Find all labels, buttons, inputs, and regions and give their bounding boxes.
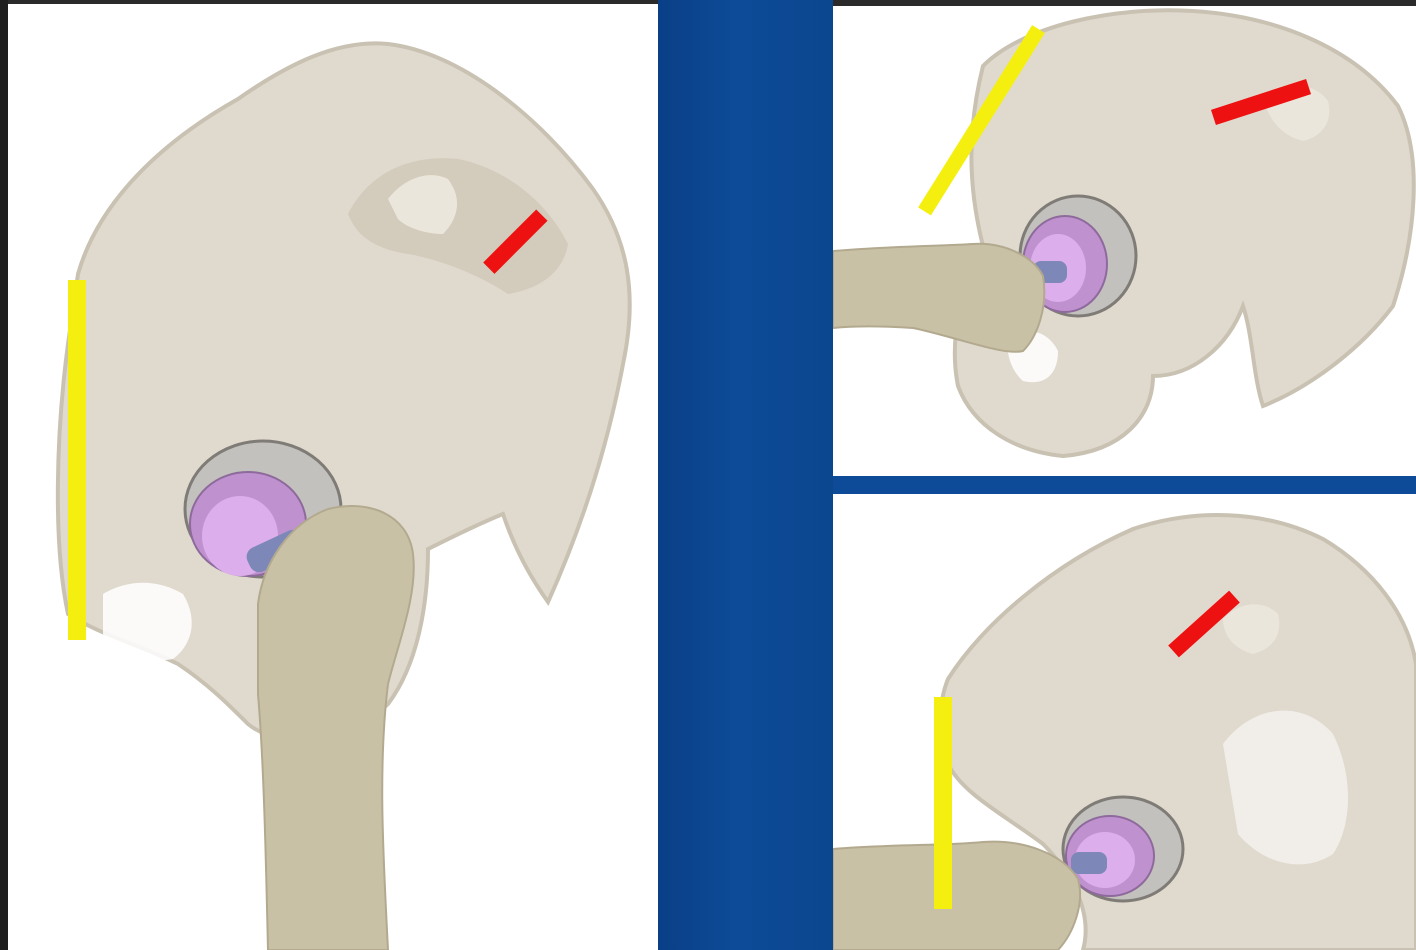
femur-bone [833,842,1080,950]
blue-divider-vertical [658,0,833,950]
panel-flexed-view [833,6,1416,476]
femur-bone [258,506,414,950]
yellow-vertical-marker [934,697,952,909]
panel-anterior-view [8,4,658,950]
yellow-vertical-marker [68,280,86,640]
hip-model-anterior [8,4,658,950]
femur-bone [833,244,1044,352]
left-edge-strip [0,0,8,950]
hip-model-abducted [833,494,1416,950]
femoral-neck-implant [1071,852,1107,874]
obturator-gap [103,583,192,661]
panel-abducted-view [833,494,1416,950]
blue-divider-horizontal [833,476,1416,494]
hip-model-flexed [833,6,1416,476]
